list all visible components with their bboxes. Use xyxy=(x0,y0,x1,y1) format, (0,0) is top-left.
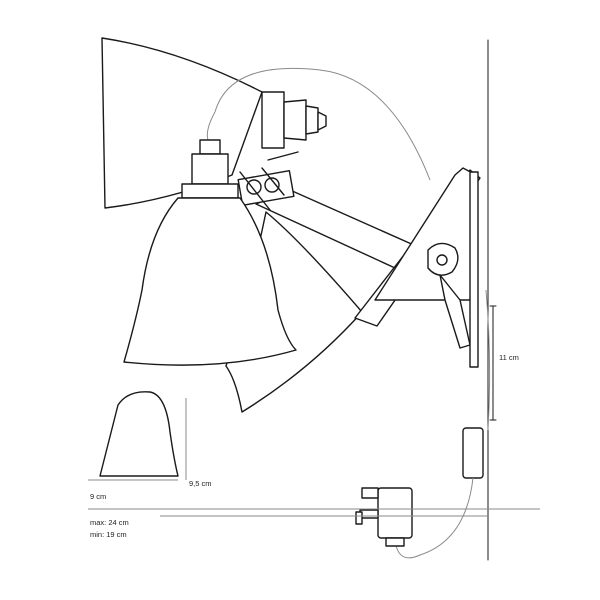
clip-wall-plate xyxy=(469,171,479,368)
back-socket-cap xyxy=(283,99,307,141)
back-socket-tip xyxy=(305,105,319,135)
arm-joint xyxy=(237,151,299,211)
inline-switch xyxy=(462,427,484,479)
clip-pivot-screw xyxy=(436,254,448,266)
max-label: max: 24 cm xyxy=(90,518,129,527)
back-socket-block xyxy=(261,91,285,149)
shade-height-label: 9,5 cm xyxy=(189,479,212,488)
front-socket-top xyxy=(199,139,221,155)
shade-width-label: 9 cm xyxy=(90,492,106,501)
back-socket-end xyxy=(317,111,327,131)
plug-strain-relief xyxy=(385,537,405,547)
plug-pin-middle xyxy=(359,509,379,519)
plug-pin-top xyxy=(361,487,379,499)
power-cord-socket-link xyxy=(206,111,216,141)
front-shade xyxy=(123,197,297,366)
power-cord-lower xyxy=(394,477,474,559)
min-label: min: 19 cm xyxy=(90,530,127,539)
front-socket-body xyxy=(191,153,229,185)
plug-pin-earth xyxy=(355,511,363,525)
clip-lever xyxy=(439,274,471,349)
power-cord-wall xyxy=(485,289,491,431)
plug-body xyxy=(377,487,413,539)
power-cord-upper xyxy=(214,67,431,181)
front-socket-collar xyxy=(181,183,239,199)
shade-profile xyxy=(99,391,179,477)
cord-height-label: 11 cm xyxy=(499,353,519,362)
